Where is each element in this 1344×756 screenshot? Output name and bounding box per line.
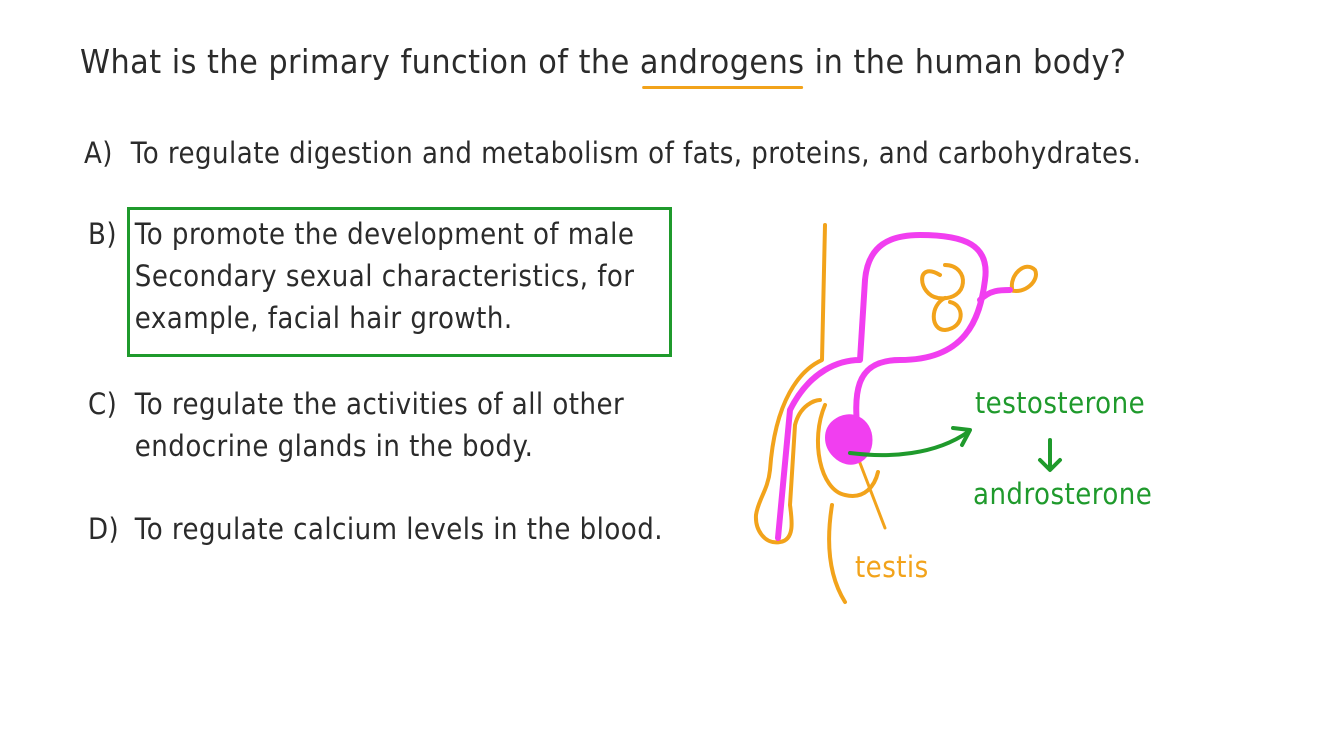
option-b[interactable]: B) To promote the development of male Se…: [88, 213, 700, 363]
testis-label: testis: [855, 550, 929, 584]
ejaculatory-duct: [977, 287, 1013, 303]
correct-answer-box: [127, 207, 672, 357]
scrotum-outline: [816, 403, 880, 498]
testis: [825, 414, 873, 465]
testis-pointer: [853, 448, 887, 530]
option-c-letter: C): [88, 387, 118, 421]
curved-arrow: [848, 430, 970, 458]
question-suffix: in the human body?: [804, 42, 1127, 81]
androsterone-label: androsterone: [973, 477, 1153, 511]
body-outline: [753, 223, 827, 545]
option-b-letter: B): [88, 217, 117, 251]
option-d-text: To regulate calcium levels in the blood.: [134, 512, 663, 546]
option-a-letter: A): [84, 136, 113, 170]
curved-arrow-head: [951, 426, 972, 447]
leg-outline: [827, 503, 847, 604]
highlighted-term: androgens: [639, 42, 805, 89]
option-d-letter: D): [88, 512, 120, 546]
option-a-text: To regulate digestion and metabolism of …: [130, 136, 1142, 170]
prostate: [931, 296, 963, 332]
male-reproductive-diagram: [753, 223, 1062, 604]
question-text: What is the primary function of the andr…: [80, 42, 1127, 89]
bladder-tip: [1008, 264, 1038, 293]
down-arrow-head: [1038, 458, 1062, 472]
seminal-vesicle: [920, 263, 965, 301]
option-c-text: To regulate the activities of all other …: [134, 387, 625, 463]
testosterone-label: testosterone: [975, 386, 1146, 420]
question-prefix: What is the primary function of the: [80, 42, 640, 81]
option-b-text: To promote the development of male Secon…: [134, 217, 635, 335]
vas-deferens: [775, 232, 989, 541]
